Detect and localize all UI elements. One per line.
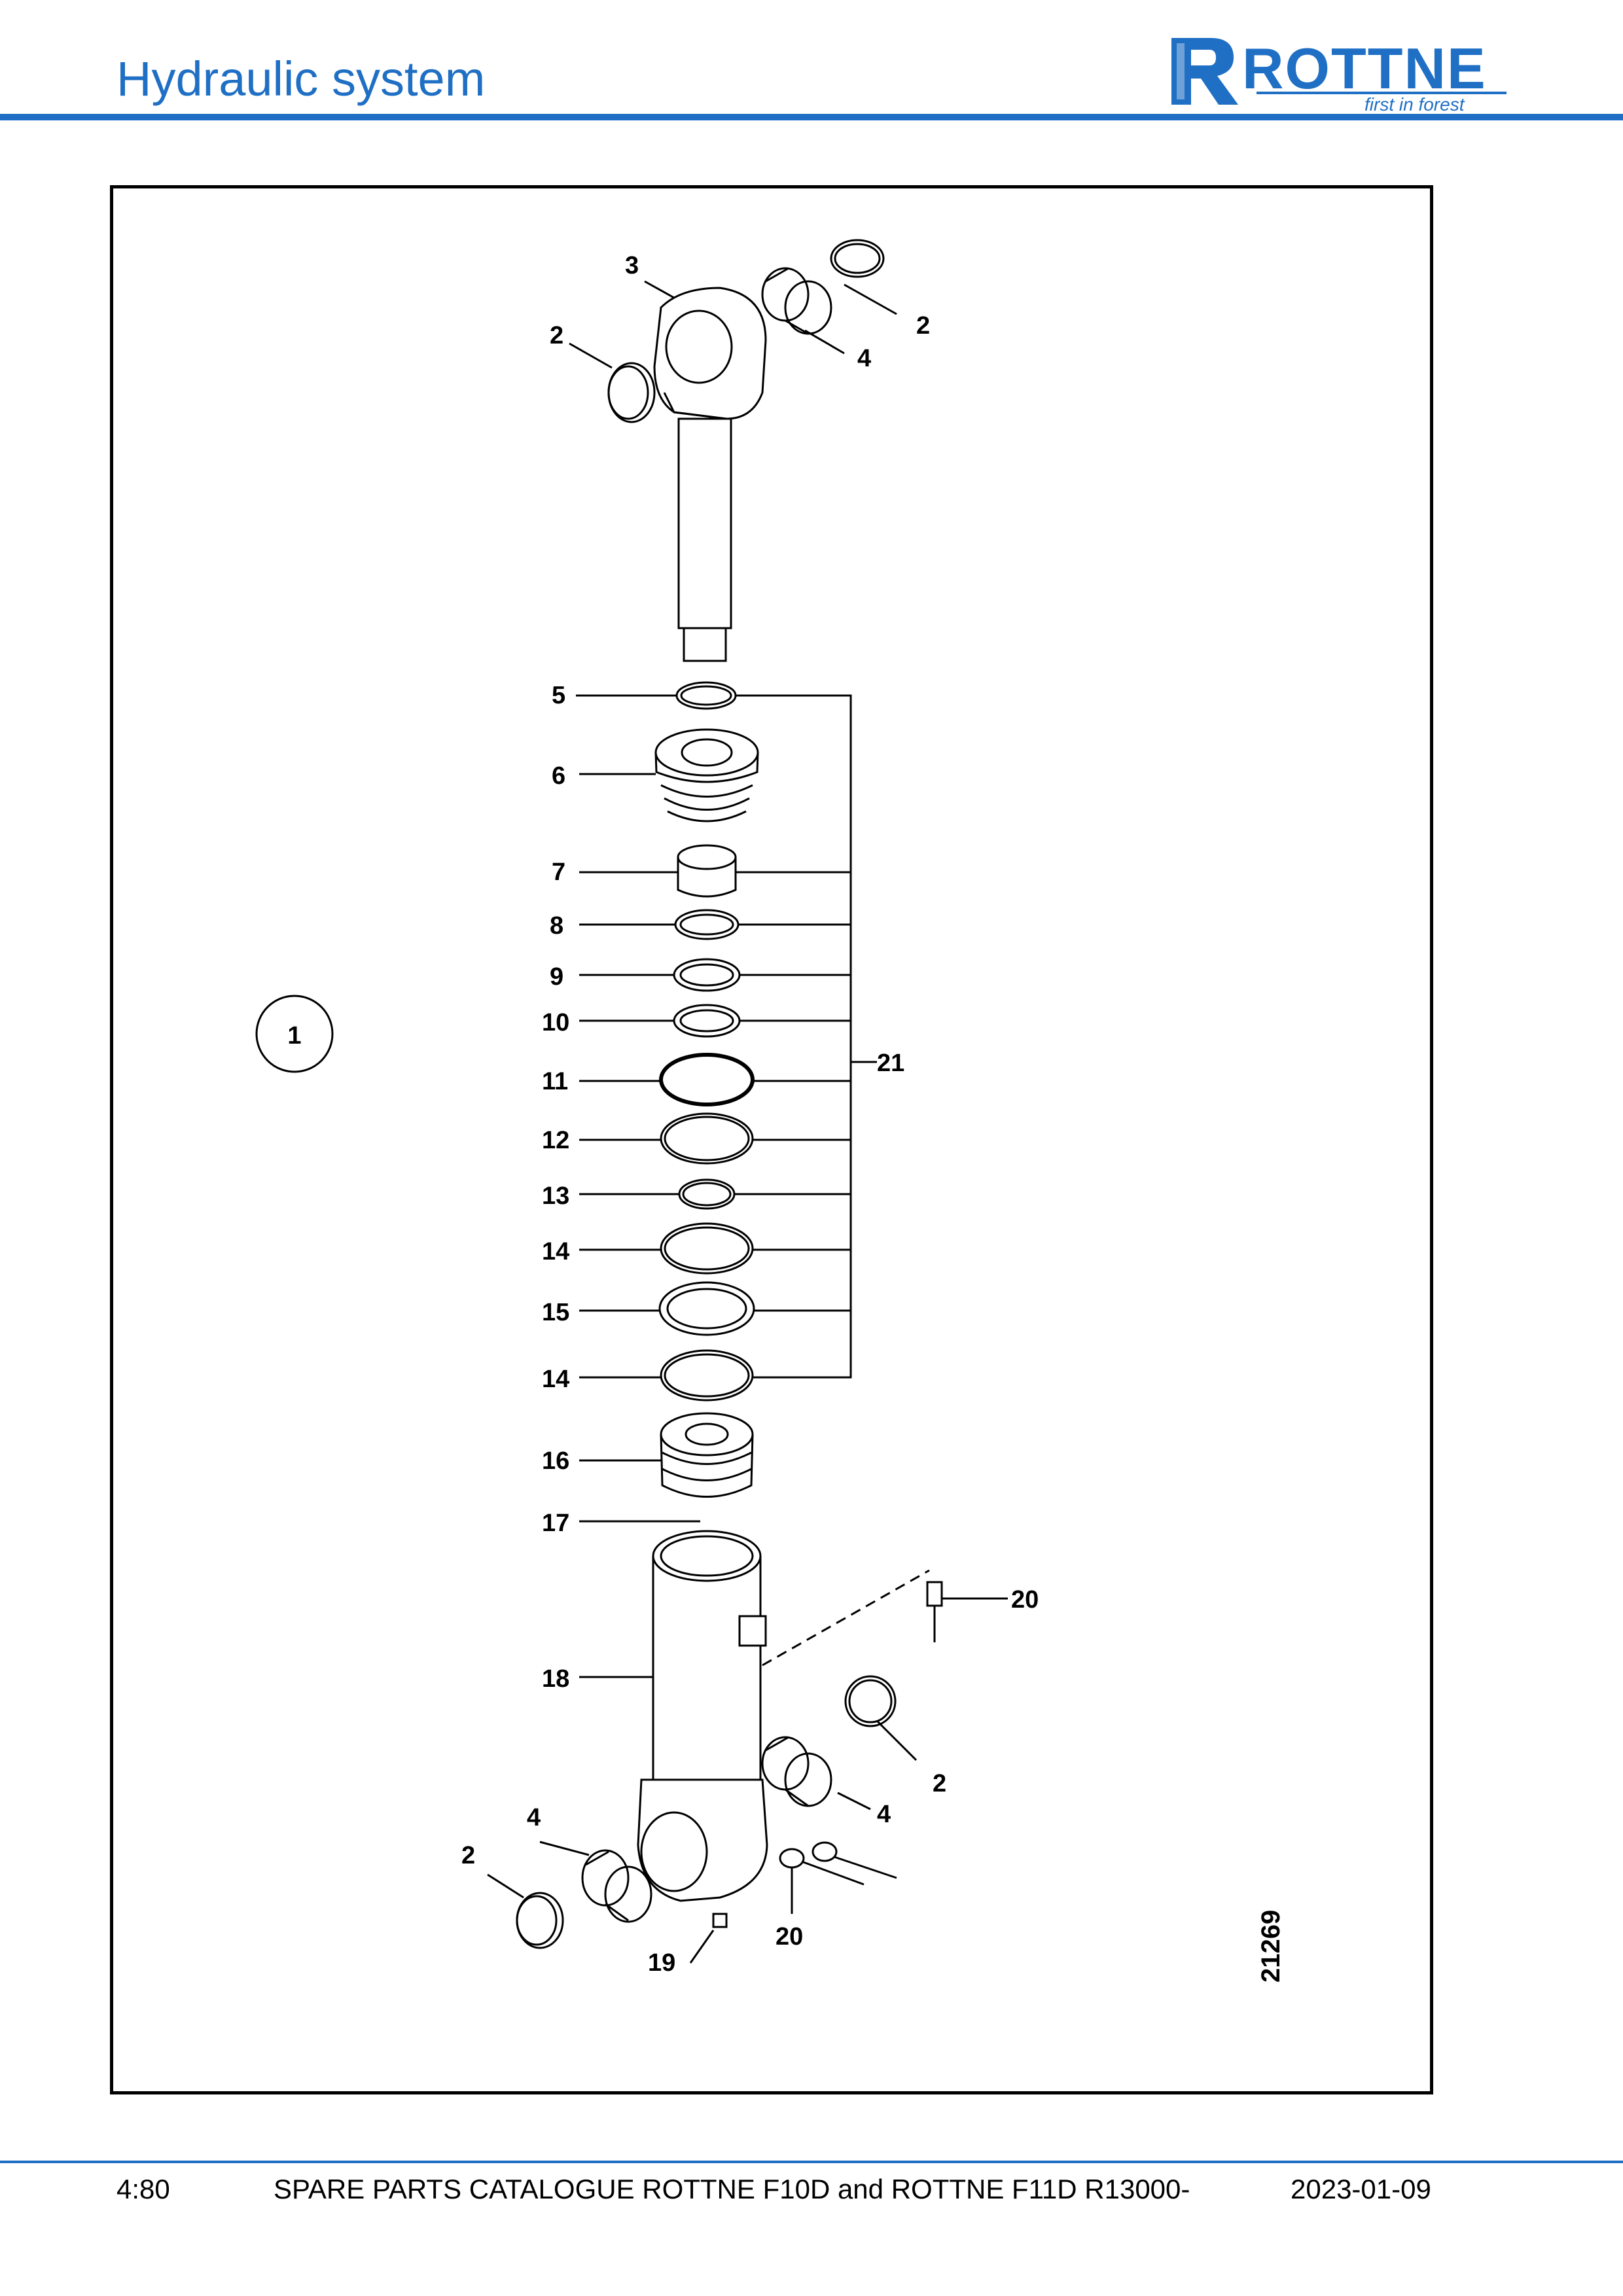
callout-11: 11 [542, 1068, 568, 1095]
plug-19 [712, 1913, 728, 1928]
figure-number: 21269 [1257, 1910, 1285, 1983]
ring-15 [658, 1281, 755, 1336]
callout-4-bottom-left: 4 [527, 1804, 541, 1831]
assembly-callout-label: 1 [287, 1022, 301, 1050]
callout-8: 8 [550, 912, 563, 940]
ring-14b [660, 1349, 754, 1402]
logo-tagline: first in forest [1364, 94, 1465, 115]
callout-9: 9 [550, 963, 563, 991]
piston-rod-part [677, 417, 732, 662]
callout-20-top: 20 [1011, 1586, 1039, 1614]
callout-14-lower: 14 [542, 1366, 569, 1393]
callout-15: 15 [542, 1299, 569, 1326]
callout-2-top-right: 2 [916, 312, 930, 340]
callout-18: 18 [542, 1665, 569, 1693]
guide-head-6 [654, 728, 759, 822]
catalogue-title: SPARE PARTS CATALOGUE ROTTNE F10D and RO… [274, 2174, 1190, 2204]
callout-13: 13 [542, 1182, 569, 1210]
callout-4-top: 4 [857, 345, 871, 372]
logo-wordmark: ROTTNE [1242, 36, 1487, 101]
callout-2-top-left: 2 [550, 322, 563, 349]
callout-2-bottom-left: 2 [461, 1842, 475, 1869]
ring-13 [678, 1178, 736, 1210]
rottne-r-icon [1171, 38, 1238, 105]
diagram-frame [110, 185, 1433, 2094]
piston-16 [660, 1412, 754, 1498]
rod-eye-part [653, 287, 767, 420]
cylinder-barrel-18 [637, 1530, 768, 1902]
ring-12 [660, 1112, 754, 1165]
callout-4-bottom-right: 4 [877, 1801, 891, 1828]
callout-7: 7 [552, 858, 565, 886]
header-divider [0, 114, 1623, 120]
bushing-bottom-left [581, 1849, 652, 1923]
page-title: Hydraulic system [116, 52, 486, 106]
callout-12: 12 [542, 1127, 569, 1154]
page-number: 4:80 [116, 2174, 170, 2204]
callout-16: 16 [542, 1447, 569, 1475]
ring-14a [660, 1222, 754, 1275]
catalogue-date: 2023-01-09 [1291, 2174, 1431, 2204]
circlip-top-right [830, 239, 885, 278]
callout-14-upper: 14 [542, 1238, 569, 1265]
bushing-7 [677, 844, 737, 898]
circlip-bottom-right [844, 1675, 897, 1727]
footer-divider [0, 2161, 1623, 2163]
bushing-bottom-right [761, 1736, 832, 1807]
assembly-callout-circle [255, 995, 334, 1073]
logo-underline [1257, 92, 1507, 94]
callout-2-bottom-right: 2 [933, 1770, 946, 1797]
callout-19: 19 [648, 1949, 675, 1977]
callout-20-bottom: 20 [776, 1923, 803, 1951]
fitting-20-bottom [779, 1841, 897, 1886]
oring-11 [659, 1053, 755, 1106]
fitting-20-top [926, 1581, 943, 1642]
callout-5: 5 [552, 682, 565, 709]
rottne-logo: ROTTNE first in forest [1165, 31, 1518, 115]
callout-21: 21 [877, 1050, 904, 1077]
callout-17: 17 [542, 1510, 569, 1537]
callout-6: 6 [552, 762, 565, 790]
callout-10: 10 [542, 1009, 569, 1036]
bushing-top-right [761, 267, 832, 335]
callout-3: 3 [625, 252, 639, 279]
